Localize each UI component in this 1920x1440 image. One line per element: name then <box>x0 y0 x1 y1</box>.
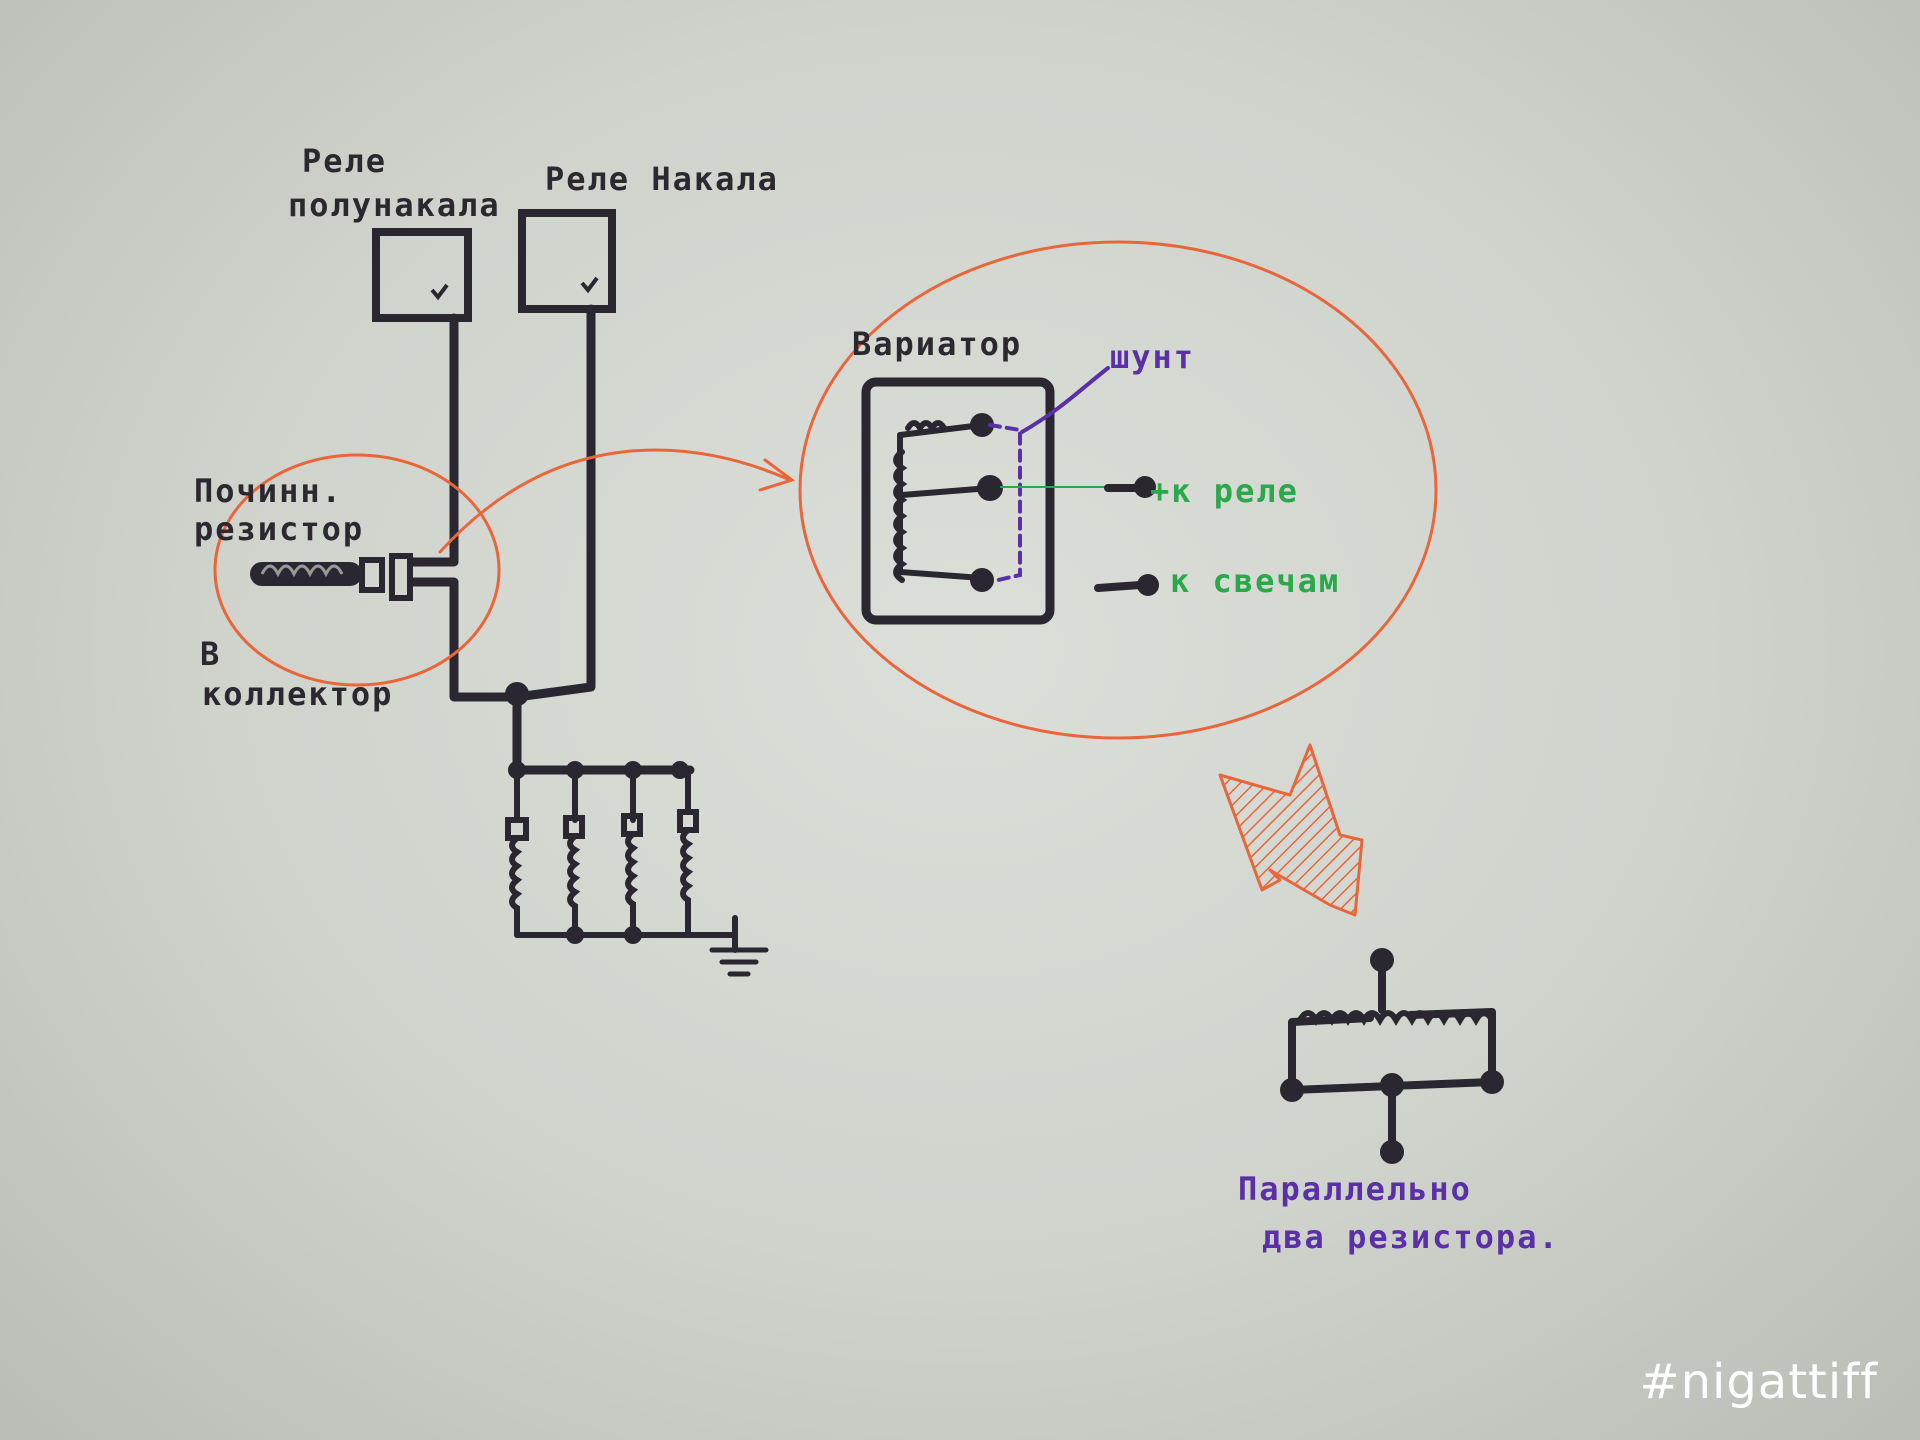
parallel-terminal-right <box>1480 1070 1504 1094</box>
variator-tap-top <box>970 413 994 437</box>
junction-dot <box>624 926 642 944</box>
label-variator: Вариатор <box>852 325 1022 363</box>
repair-resistor <box>250 553 413 601</box>
down-arrow-icon <box>1218 743 1364 917</box>
glow-plugs <box>505 767 738 953</box>
label-parallel-line1: Параллельно <box>1238 1170 1472 1208</box>
variator-tap-middle <box>977 475 1003 501</box>
relay-full-check-icon <box>580 276 599 294</box>
variator-box <box>861 377 1055 625</box>
label-shunt: шунт <box>1110 338 1195 376</box>
label-repair-resistor-line1: Починн. <box>194 472 343 510</box>
label-repair-resistor-line2: резистор <box>194 510 364 548</box>
ground-icon <box>709 947 769 977</box>
parallel-terminal-bottom <box>1380 1140 1404 1164</box>
parallel-resistors-symbol <box>1288 958 1496 1154</box>
shunt-wire <box>988 366 1110 582</box>
parallel-terminal-top <box>1370 948 1394 972</box>
label-to-relay: +к реле <box>1150 472 1299 510</box>
output-terminals <box>1094 484 1144 592</box>
watermark: #nigattiff <box>1639 1354 1878 1410</box>
main-wiring <box>407 304 695 775</box>
junction-dot <box>505 682 529 706</box>
variator-tap-bottom <box>970 568 994 592</box>
junction-dot <box>671 761 689 779</box>
label-relay-half-line1: Реле <box>302 142 387 180</box>
highlight-annotations <box>213 240 1438 740</box>
terminal-to-relay <box>1134 476 1156 498</box>
label-relay-full: Реле Накала <box>545 160 779 198</box>
relay-half-check-icon <box>430 283 449 301</box>
parallel-terminal-left <box>1280 1078 1304 1102</box>
label-to-collector-line1: В <box>200 635 221 673</box>
parallel-resistors-coil <box>1297 1010 1495 1027</box>
terminal-to-plugs <box>1137 574 1159 596</box>
label-to-plugs: к свечам <box>1170 562 1340 600</box>
label-parallel-line2: два резистора. <box>1262 1218 1560 1256</box>
parallel-terminal-center <box>1380 1073 1404 1097</box>
variator-coils <box>893 420 993 583</box>
relay-half-box <box>372 228 472 322</box>
label-relay-half-line2: полунакала <box>288 186 501 224</box>
relay-full-box <box>518 209 616 313</box>
junction-dot <box>566 926 584 944</box>
label-to-collector-line2: коллектор <box>202 675 393 713</box>
